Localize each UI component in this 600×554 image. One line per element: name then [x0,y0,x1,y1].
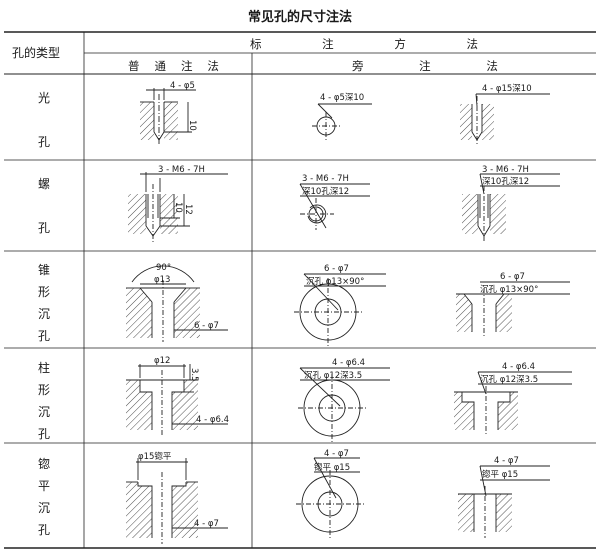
through-hole-note-2: 4 - φ15深10 [482,84,532,94]
header-normal-char: 普 [128,59,141,73]
countersunk-count-label: 6 - φ7 [194,321,219,331]
countersunk-note2-line2: 沉孔 φ13×90° [480,285,538,295]
row-type-char: 锪 [37,457,50,471]
header-side-char: 法 [486,59,499,73]
row-type-char: 形 [37,285,50,299]
spotface-side-note-view2: 4 - φ7 锪平 φ15 [458,456,550,538]
header-group-char: 法 [466,37,479,51]
counterbore-depth-label: 3.5 [189,368,199,382]
countersunk-side-note-view2: 6 - φ7 沉孔 φ13×90° [456,272,570,338]
countersunk-side-note-view1: 6 - φ7 沉孔 φ13×90° [294,264,386,346]
spotface-dia-label: φ15锪平 [138,451,172,462]
spotface-note1-line1: 4 - φ7 [324,449,349,459]
row-type-spotface: 锪 平 沉 孔 [34,458,54,546]
countersunk-note1-line2: 沉孔 φ13×90° [306,277,364,287]
countersunk-angle-label: 90° [156,263,171,273]
counterbore-note2-line2: 沉孔 φ12深3.5 [480,375,538,385]
countersunk-section-drawing: 90° φ13 6 - φ7 [126,263,228,342]
row-type-char: 孔 [37,221,50,235]
counterbore-count-label: 4 - φ6.4 [196,415,229,425]
spotface-note2-line2: 锪平 φ15 [482,469,518,480]
row-type-char: 孔 [37,523,50,537]
through-hole-section-drawing: 4 - φ5 10 [140,81,197,144]
header-group-char: 注 [322,37,335,51]
through-hole-dim-label: 4 - φ5 [170,81,195,91]
page-title: 常见孔的尺寸注法 [247,10,352,25]
counterbore-dia-label: φ12 [154,356,170,366]
row-type-char: 形 [37,383,50,397]
counterbore-note2-line1: 4 - φ6.4 [502,362,535,372]
row-type-char: 沉 [37,501,50,515]
row-type-char: 沉 [37,307,50,321]
threaded-hole-side-note-view2: 3 - M6 - 7H 深10孔深12 [462,165,560,242]
counterbore-section-drawing: φ12 3.5 4 - φ6.4 [126,356,229,436]
header-group-char: 方 [394,37,407,51]
counterbore-note1-line2: 沉孔 φ12深3.5 [304,371,362,381]
threaded-hole-note2-line1: 3 - M6 - 7H [482,165,529,175]
header-normal: 普 通 注 法 [128,58,220,74]
header-side-char: 注 [419,59,432,73]
header-normal-char: 注 [180,59,194,73]
countersunk-note1-line1: 6 - φ7 [324,264,349,274]
header-method-group: 标 注 方 法 [250,36,570,52]
threaded-hole-note2-line2: 深10孔深12 [482,177,529,187]
row-type-char: 柱 [37,361,50,375]
countersunk-dia-label: φ13 [154,275,170,285]
row-type-counterbore: 柱 形 沉 孔 [34,362,54,450]
row-type-char: 锥 [37,263,50,277]
threaded-hole-thread-label: 3 - M6 - 7H [158,165,205,175]
threaded-hole-side-note-view1: 3 - M6 - 7H 深10孔深12 [299,174,370,230]
threaded-hole-depth1: 10 [173,202,183,213]
row-type-countersunk: 锥 形 沉 孔 [34,264,54,352]
threaded-hole-section-drawing: 3 - M6 - 7H 10 12 [128,165,228,242]
header-side-char: 旁 [352,59,365,73]
row-type-char: 光 [37,91,50,105]
row-type-through-hole: 光 孔 [34,92,54,158]
threaded-hole-depth2: 12 [183,204,193,215]
header-group-char: 标 [250,37,263,51]
header-normal-char: 法 [207,59,220,73]
row-type-char: 孔 [37,427,50,441]
threaded-hole-note1-line2: 深10孔深12 [302,187,349,197]
counterbore-side-note-view2: 4 - φ6.4 沉孔 φ12深3.5 [454,362,572,436]
threaded-hole-note1-line1: 3 - M6 - 7H [302,174,349,184]
through-hole-depth-label: 10 [187,120,197,131]
row-type-char: 平 [37,479,50,493]
spotface-count-label: 4 - φ7 [194,519,219,529]
spotface-section-drawing: φ15锪平 4 - φ7 [126,451,228,544]
spotface-note2-line1: 4 - φ7 [494,456,519,466]
row-type-char: 沉 [37,405,50,419]
spotface-note1-line2: 锪平 φ15 [314,462,350,473]
countersunk-note2-line1: 6 - φ7 [500,272,525,282]
spotface-side-note-view1: 4 - φ7 锪平 φ15 [296,449,364,538]
header-hole-type: 孔的类型 [12,46,61,60]
row-type-threaded-hole: 螺 孔 [34,178,54,244]
through-hole-note-1: 4 - φ5深10 [320,93,364,103]
row-type-char: 孔 [37,329,50,343]
counterbore-note1-line1: 4 - φ6.4 [332,358,365,368]
through-hole-side-note-view2: 4 - φ15深10 [460,84,550,144]
header-normal-char: 通 [154,59,167,73]
through-hole-side-note-view1: 4 - φ5深10 [312,93,372,140]
row-type-char: 螺 [37,177,50,191]
counterbore-side-note-view1: 4 - φ6.4 沉孔 φ12深3.5 [298,358,390,442]
header-side: 旁 注 法 [352,58,512,74]
row-type-char: 孔 [37,135,50,149]
